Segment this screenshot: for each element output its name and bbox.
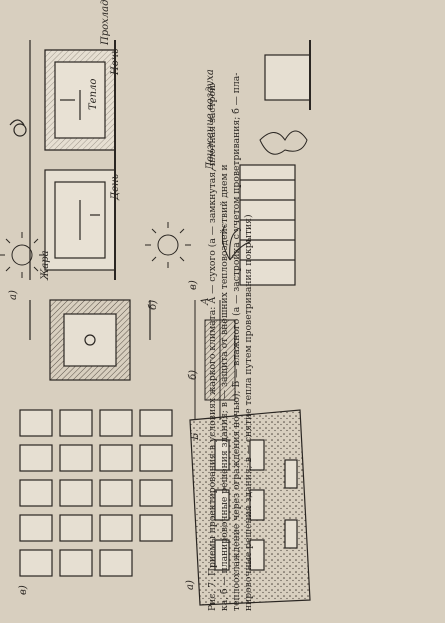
label-teplo: Тепло (88, 78, 99, 110)
section-night-day (9, 40, 116, 280)
caption-line-2: ка, б — планировочные решения здания; в … (219, 164, 230, 611)
figure-caption: Рис. 7. Приемы проектирования в условиях… (207, 11, 269, 611)
caption-line-1: Рис. 7. Приемы проектирования в условиях… (207, 81, 218, 611)
block-pattern (19, 409, 173, 577)
caption-line-3: теплоохлаждение через ограждения ночью);… (231, 72, 242, 611)
label-B: Б (190, 432, 201, 440)
tree-icon (221, 130, 308, 261)
label-zhara: Жара (40, 250, 51, 280)
caption-line-4: нировочные решения здания; в — снятие те… (243, 214, 254, 611)
label-v2: в) (188, 280, 199, 290)
plan-square (29, 299, 151, 381)
sun-icon-2 (145, 222, 191, 268)
label-b2: б) (188, 369, 199, 380)
vegetated-block (189, 409, 311, 606)
label-noch: Ночь (110, 48, 121, 75)
label-prohlada: Прохлада (100, 0, 111, 45)
label-b1: б) (148, 299, 159, 310)
plan-strip (194, 300, 236, 420)
label-a1: а) (8, 290, 19, 300)
label-a2: а) (185, 580, 196, 590)
louvered-building (239, 40, 311, 286)
label-v1: в) (18, 585, 29, 595)
sun-icon (0, 232, 45, 278)
label-den: День (110, 173, 121, 200)
